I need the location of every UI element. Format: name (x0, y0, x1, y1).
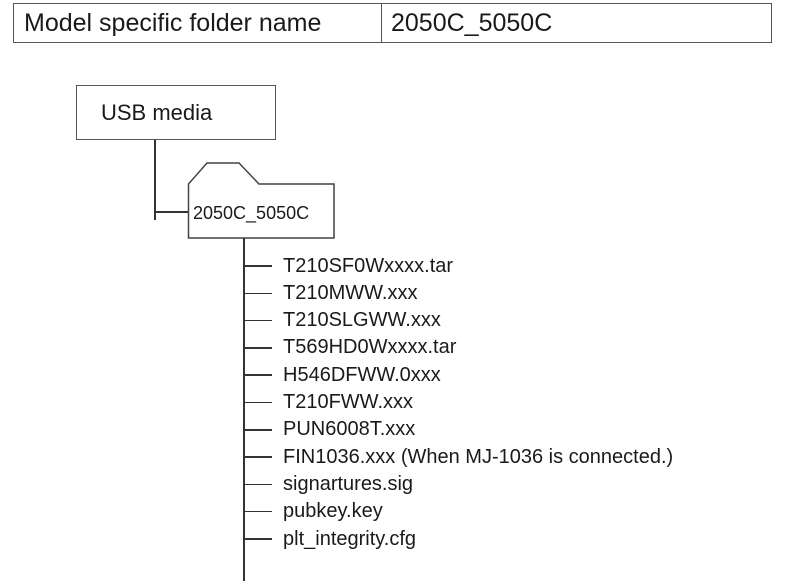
folder-name-value: 2050C_5050C (391, 8, 553, 37)
usb-connector-vertical (154, 140, 156, 220)
usb-connector-horizontal (154, 211, 188, 213)
file-item: PUN6008T.xxx (244, 417, 415, 443)
file-connector (244, 292, 272, 295)
file-name: signartures.sig (283, 472, 414, 495)
file-item: T210SF0Wxxxx.tar (244, 253, 453, 279)
file-item: T210SLGWW.xxx (244, 308, 441, 334)
file-name: PUN6008T.xxx (283, 418, 416, 441)
file-connector (244, 347, 272, 349)
file-item: T210FWW.xxx (244, 390, 413, 416)
file-tree-trunk (243, 238, 245, 581)
file-connector (244, 429, 272, 431)
file-connector (244, 538, 272, 540)
file-connector (244, 483, 272, 486)
folder-label: 2050C_5050C (193, 203, 310, 223)
file-item: T569HD0Wxxxx.tar (244, 335, 456, 361)
file-connector (244, 510, 272, 513)
file-connector (244, 401, 272, 404)
file-connector (244, 456, 272, 458)
folder-icon (187, 162, 335, 239)
file-connector (244, 374, 272, 376)
usb-media-node: USB media (76, 85, 276, 140)
file-item: H546DFWW.0xxx (244, 362, 441, 388)
file-item: T210MWW.xxx (244, 280, 417, 306)
file-name: T210SF0Wxxxx.tar (283, 254, 454, 277)
folder-name-label: Model specific folder name (14, 4, 382, 42)
file-name: T569HD0Wxxxx.tar (283, 336, 457, 359)
file-name: T210MWW.xxx (283, 281, 418, 304)
file-item: plt_integrity.cfg (244, 526, 416, 552)
file-name: T210SLGWW.xxx (283, 309, 441, 332)
file-name: T210FWW.xxx (283, 391, 414, 413)
file-name: plt_integrity.cfg (283, 527, 417, 550)
file-name: pubkey.key (283, 500, 383, 523)
file-name: H546DFWW.0xxx (283, 363, 441, 386)
file-name: FIN1036.xxx (When MJ-1036 is connected.) (283, 445, 674, 468)
file-connector (244, 265, 272, 267)
file-connector (244, 319, 272, 322)
file-item: signartures.sig (244, 471, 413, 497)
folder-name-table: Model specific folder name 2050C_5050C (13, 3, 772, 43)
file-item: pubkey.key (244, 499, 383, 525)
file-item: FIN1036.xxx (When MJ-1036 is connected.) (244, 444, 673, 470)
